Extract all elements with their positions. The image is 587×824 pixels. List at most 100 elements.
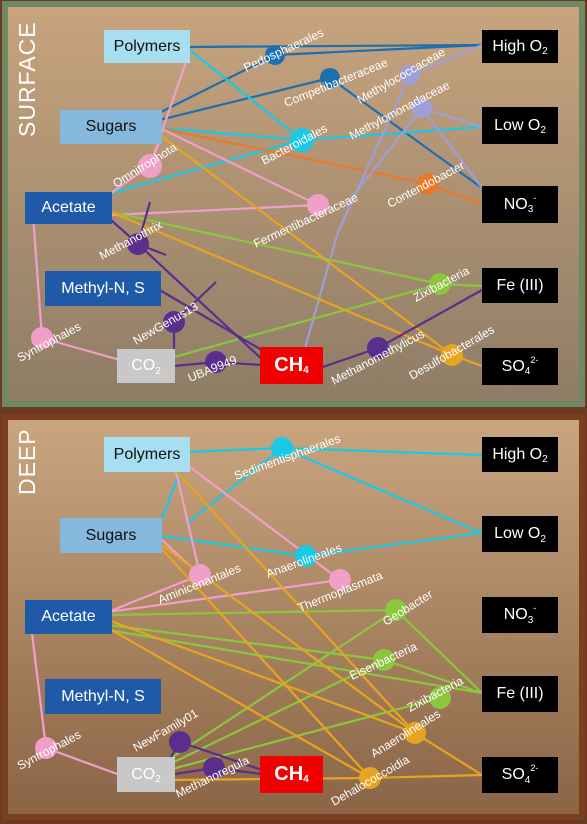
node-omnitrophota — [138, 154, 162, 178]
label-newfamily01: NewFamily01 — [131, 706, 201, 755]
deep-methyl-box: Methyl-N, S — [45, 679, 161, 714]
surface-links — [31, 43, 483, 370]
label-contendobacter: Contendobacter — [385, 158, 467, 210]
node-fermentibacteraceae — [307, 194, 329, 216]
deep-polymers-box: Polymers — [104, 437, 190, 472]
label-syntrophales-deep: Syntrophales — [15, 727, 83, 772]
surface-fe-box: Fe (III) — [482, 268, 558, 303]
label-anaerolineales: Anaerolineales — [264, 541, 343, 581]
surface-high-o2-main: High O — [492, 37, 543, 55]
deep-high-o2-main: High O — [492, 445, 543, 463]
label-methanothrix: Methanothrix — [97, 218, 165, 263]
surface-no3-sub: 3 — [527, 204, 534, 215]
label-syntrophales: Syntrophales — [15, 319, 83, 364]
node-geobacter — [385, 599, 407, 621]
surface-low-o2-sub: 2 — [540, 125, 546, 136]
node-sedimentisphaerales — [271, 437, 293, 459]
node-newfamily01 — [169, 731, 191, 753]
node-bacteroidales — [290, 128, 314, 152]
node-competibacteraceae — [320, 68, 340, 88]
surface-so4-sub: 4 — [524, 366, 531, 377]
node-uba9949 — [205, 351, 227, 373]
label-methylomonadaceae: Methylomonadaceae — [347, 78, 452, 143]
label-geobacter: Geobacter — [380, 587, 435, 629]
node-desulfobacterales — [441, 344, 463, 366]
node-zixibacteria — [429, 273, 451, 295]
surface-methyl-box: Methyl-N, S — [45, 271, 161, 306]
node-anaerolineales — [295, 545, 317, 567]
label-eisenbacteria: Eisenbacteria — [347, 639, 419, 683]
label-omnitrophota: Omnitrophota — [110, 140, 179, 191]
surface-polymers-box: Polymers — [104, 30, 190, 63]
node-methanomethylicus — [367, 337, 389, 359]
node-contendobacter — [417, 173, 439, 195]
node-eisenbacteria — [373, 649, 395, 671]
surface-low-o2-main: Low O — [494, 116, 541, 134]
deep-so4-sub: 4 — [524, 774, 531, 786]
node-zixibacteria-deep — [429, 687, 451, 709]
label-newgenus13: NewGenus13 — [131, 299, 201, 348]
surface-no3-main: NO — [503, 195, 528, 213]
node-methanoregula — [203, 757, 225, 779]
node-syntrophales-deep — [35, 737, 57, 759]
deep-low-o2-main: Low O — [494, 525, 541, 542]
label-dehalococcoidia: Dehalococcoidia — [329, 752, 413, 808]
surface-no3-sup: - — [533, 192, 537, 203]
label-fermentibacteraceae: Fermentibacteraceae — [251, 190, 360, 251]
label-sedimentisphaerales: Sedimentisphaerales — [232, 431, 342, 482]
deep-ch4-main: CH — [274, 763, 304, 785]
label-pedosphaerales: Pedosphaerales — [241, 25, 326, 74]
surface-high-o2-sub: 2 — [542, 46, 548, 57]
deep-nodes — [35, 437, 451, 789]
deep-no3-sup: - — [533, 603, 537, 613]
deep-co2-sub: 2 — [155, 774, 161, 785]
label-bacteroidales: Bacteroidales — [259, 121, 330, 168]
node-syntrophales — [31, 327, 53, 349]
node-methylococcaceae — [400, 65, 420, 85]
label-thermoplasmata: Thermoplasmata — [296, 568, 385, 615]
label-methanoregula: Methanoregula — [173, 753, 251, 801]
surface-so4-main: SO — [501, 357, 525, 375]
label-uba9949: UBA9949 — [186, 352, 239, 384]
deep-low-o2-sub: 2 — [540, 533, 546, 545]
surface-so4-sup: 2- — [530, 354, 539, 365]
surface-nodes — [31, 45, 463, 373]
node-pedosphaerales — [265, 45, 285, 65]
node-aminicenantales — [189, 564, 211, 586]
deep-fe-box: Fe (III) — [482, 676, 558, 712]
deep-acetate-box: Acetate — [25, 600, 112, 634]
node-dehalococcoidia — [359, 767, 381, 789]
surface-acetate-box: Acetate — [25, 192, 112, 224]
deep-sugars-box: Sugars — [60, 518, 162, 553]
deep-co2-main: CO — [131, 765, 156, 783]
node-methylomonadaceae — [412, 98, 432, 118]
deep-ch4-sub: 4 — [303, 774, 309, 785]
deep-so4-sup: 2- — [530, 763, 539, 773]
surface-sugars-box: Sugars — [60, 110, 162, 144]
surface-ch4-main: CH — [274, 354, 304, 376]
label-aminicenantales: Aminicenantales — [156, 561, 243, 607]
node-newgenus13 — [163, 311, 185, 333]
deep-no3-sub: 3 — [527, 614, 534, 626]
label-anaerolineales-gold: Anaerolineales — [368, 707, 443, 761]
deep-no3-main: NO — [503, 606, 528, 623]
deep-high-o2-sub: 2 — [542, 454, 548, 465]
label-zixibacteria: Zixibacteria — [411, 263, 472, 304]
node-methanothrix — [127, 233, 149, 255]
surface-ch4-sub: 4 — [303, 365, 309, 376]
surface-co2-sub: 2 — [155, 365, 161, 377]
